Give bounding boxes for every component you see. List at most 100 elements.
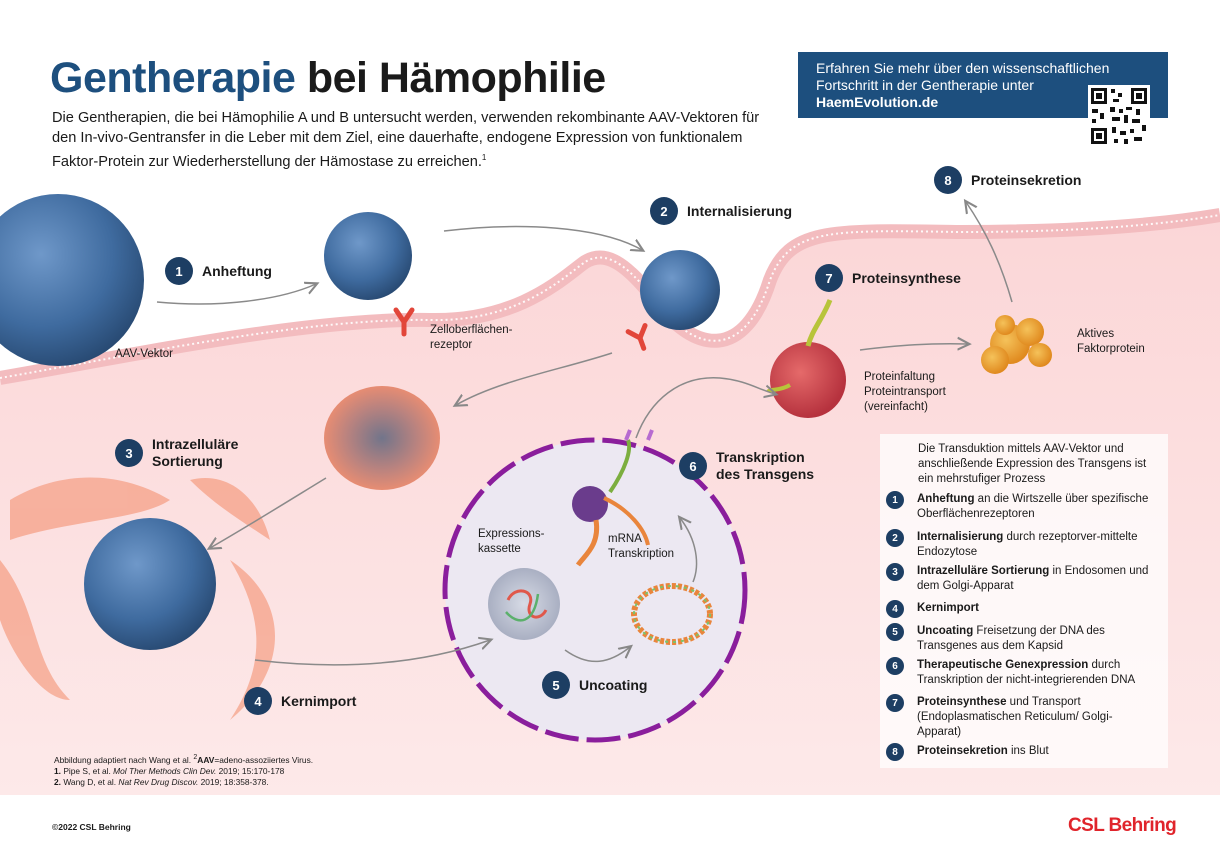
label-aav-vector: AAV-Vektor (115, 348, 173, 360)
step-2-internalisierung: 2 Internalisierung (650, 197, 792, 225)
title-part1: Gentherapie (50, 54, 296, 102)
legend-badge: 4 (886, 600, 904, 618)
legend-term: Kernimport (917, 602, 979, 614)
legend-desc: und Transport (Endoplasmatischen Reticul… (917, 696, 1113, 738)
step-6-transkription: 6 Transkription des Transgens (679, 449, 814, 483)
nucleus-interior (445, 440, 745, 740)
qr-code-icon[interactable] (1088, 85, 1150, 147)
surface-receptor (393, 307, 415, 337)
info-box-message: Erfahren Sie mehr über den wissenschaftl… (816, 60, 1110, 93)
legend-desc: durch Transkription der nicht-integriere… (917, 659, 1136, 686)
legend-badge: 8 (886, 743, 904, 761)
title-part2: bei Hämophilie (295, 54, 606, 102)
legend-term: Uncoating (917, 625, 974, 637)
step-label: Anheftung (202, 262, 272, 279)
legend-term: Proteinsynthese (917, 696, 1007, 708)
step-label: Kernimport (281, 692, 357, 709)
surface-receptor-2 (625, 323, 648, 351)
legend-term: Therapeutische Genexpression (917, 659, 1089, 671)
ref-2-num: 2. (54, 776, 61, 787)
legend-term: Intrazelluläre Sortierung (917, 565, 1050, 577)
step-8-proteinsekretion: 8 Proteinsekretion (934, 166, 1081, 194)
csl-behring-logo: CSL Behring (1068, 815, 1177, 836)
aav-vector-nucleus-import (84, 518, 216, 650)
legend-term: Internalisierung (917, 531, 1004, 543)
references: Abbildung adaptiert nach Wang et al. 2AA… (54, 752, 394, 788)
label-receptor: Zelloberflächen- rezeptor (430, 324, 513, 351)
label-cassette: Expressions- kassette (478, 528, 545, 555)
aav-vector-attach (324, 212, 412, 300)
ref-sup: 2 (193, 754, 198, 761)
legend-item: 2 Internalisierung durch rezeptorver-mit… (886, 529, 1166, 560)
step-label: Internalisierung (687, 202, 793, 219)
info-box: Erfahren Sie mehr über den wissenschaftl… (798, 52, 1168, 147)
step-5-uncoating: 5 Uncoating (542, 671, 647, 699)
aav-vector-large (0, 194, 144, 366)
label-mrna: mRNA Transkription (608, 533, 675, 560)
ref-2-journal: Nat Rev Drug Discov. (118, 776, 199, 787)
legend-item: 6 Therapeutische Genexpression durch Tra… (886, 657, 1166, 688)
aav-vector-internal (640, 250, 720, 330)
page-title: Gentherapie bei Hämophilie (50, 54, 606, 103)
step-label: Uncoating (579, 676, 648, 693)
step-7-proteinsynthese: 7 Proteinsynthese (815, 264, 961, 292)
ref-2-authors: Wang D, et al. (61, 776, 119, 787)
legend-badge: 5 (886, 623, 904, 641)
ref-2-year: 2019; 18:358-378. (198, 776, 269, 787)
legend-item: 1 Anheftung an die Wirtszelle über spezi… (886, 491, 1166, 522)
step-4-kernimport: 4 Kernimport (244, 687, 356, 715)
step-1-anheftung: 1 Anheftung (165, 257, 272, 285)
legend-badge: 2 (886, 529, 904, 547)
legend-item: 3 Intrazelluläre Sortierung in Endosomen… (886, 563, 1166, 594)
legend-item: 8 Proteinsekretion ins Blut (886, 743, 1166, 761)
step-badge: 8 (934, 166, 962, 194)
nucleus-envelope (442, 437, 748, 743)
polymerase (572, 486, 608, 522)
legend-badge: 3 (886, 563, 904, 581)
legend-item: 4 Kernimport (886, 600, 1166, 618)
ribosome-protein (770, 342, 846, 418)
active-factor-protein (981, 315, 1052, 374)
legend-desc: ins Blut (1007, 745, 1049, 757)
step-label: Proteinsynthese (852, 269, 961, 286)
intro-body: Die Gentherapien, die bei Hämophilie A u… (52, 110, 760, 170)
step-badge: 2 (650, 197, 678, 225)
endosome (324, 386, 440, 490)
legend-item: 7 Proteinsynthese und Transport (Endopla… (886, 694, 1166, 740)
info-box-link[interactable]: HaemEvolution.de (816, 94, 939, 110)
legend-badge: 7 (886, 694, 904, 712)
legend-desc: Freisetzung der DNA des Transgenes aus d… (917, 625, 1105, 652)
legend-item: 5 Uncoating Freisetzung der DNA des Tran… (886, 623, 1166, 654)
ref-1-num: 1. (54, 765, 61, 776)
copyright: ©2022 CSL Behring (52, 822, 131, 832)
ref-1-year: 2019; 15:170-178 (216, 765, 285, 776)
legend-header: Die Transduktion mittels AAV-Vektor und … (918, 443, 1147, 485)
ref-abbrev-def: =adeno-assoziiertes Virus. (214, 754, 314, 765)
label-folding: Proteinfaltung Proteintransport (vereinf… (864, 371, 946, 413)
step-badge: 7 (815, 264, 843, 292)
info-box-text: Erfahren Sie mehr über den wissenschaftl… (816, 60, 1116, 111)
ref-source: Abbildung adaptiert nach Wang et al. (54, 754, 194, 765)
intro-footnote: 1 (481, 153, 487, 162)
legend-term: Anheftung (917, 493, 975, 505)
step-badge: 4 (244, 687, 272, 715)
legend-desc: durch rezeptorver-mittelte Endozytose (917, 531, 1138, 558)
process-legend-panel: Die Transduktion mittels AAV-Vektor und … (880, 434, 1168, 768)
legend-desc: in Endosomen und dem Golgi-Apparat (917, 565, 1149, 592)
legend-term: Proteinsekretion (917, 745, 1008, 757)
step-label: Intrazelluläre Sortierung (152, 436, 239, 469)
capsid-uncoating (488, 568, 560, 640)
step-badge: 5 (542, 671, 570, 699)
step-badge: 3 (115, 439, 143, 467)
step-label: Transkription des Transgens (716, 449, 815, 482)
ref-1-authors: Pipe S, et al. (61, 765, 114, 776)
ref-abbrev: AAV (197, 754, 215, 765)
ref-1-journal: Mol Ther Methods Clin Dev. (113, 765, 217, 776)
step-badge: 1 (165, 257, 193, 285)
step-3-sortierung: 3 Intrazelluläre Sortierung (115, 436, 238, 470)
legend-badge: 1 (886, 491, 904, 509)
intro-text: Die Gentherapien, die bei Hämophilie A u… (52, 109, 772, 172)
legend-badge: 6 (886, 657, 904, 675)
label-active-protein: Aktives Faktorprotein (1077, 328, 1145, 355)
step-badge: 6 (679, 452, 707, 480)
